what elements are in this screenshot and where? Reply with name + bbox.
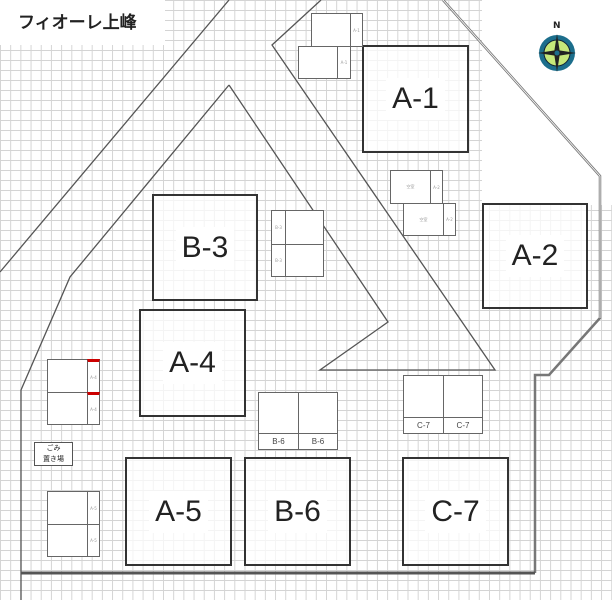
parking-space-b3[interactable] — [285, 210, 324, 245]
parking-tag: A-1 — [350, 13, 363, 47]
unit-label: B-6 — [268, 490, 327, 533]
north-area — [482, 0, 612, 205]
unit-a5[interactable]: A-5 — [125, 457, 232, 566]
parking-space-c7[interactable] — [443, 375, 483, 418]
garbage-label-2: 置き場 — [43, 455, 64, 463]
property-title: フィオーレ上峰 — [18, 13, 137, 33]
parking-space-a2[interactable]: 空室 — [403, 203, 444, 236]
parking-tag: A-4 — [87, 359, 100, 393]
site-boundary-left — [20, 84, 230, 573]
road-edge-left — [0, 0, 230, 273]
unit-label: A-1 — [386, 78, 445, 120]
parking-tag: A-2 — [443, 203, 456, 236]
parking-space-a4[interactable] — [47, 359, 88, 393]
parking-space-c7[interactable] — [403, 375, 444, 418]
parking-tag: B-6 — [258, 433, 299, 450]
unit-label: B-3 — [175, 226, 235, 269]
parking-tag: A-4 — [87, 392, 100, 425]
garbage-area: ごみ 置き場 — [34, 442, 73, 466]
parking-space-b3[interactable] — [285, 244, 324, 277]
parking-space-a2[interactable]: 空室 — [390, 170, 431, 204]
parking-tag: B-3 — [271, 210, 286, 245]
parking-tag: B-6 — [298, 433, 338, 450]
parking-tag: A-5 — [87, 491, 100, 525]
compass-rose-icon — [538, 34, 576, 72]
parking-space-a5[interactable] — [47, 524, 88, 557]
parking-tag: C-7 — [403, 417, 444, 434]
unit-a4[interactable]: A-4 — [139, 309, 246, 417]
title-area — [0, 0, 165, 45]
north-label: N — [553, 21, 561, 31]
parking-space-b6[interactable] — [258, 392, 299, 434]
parking-tag: A-2 — [430, 170, 443, 204]
parking-tag: C-7 — [443, 417, 483, 434]
parking-space-a1[interactable] — [311, 13, 351, 47]
parking-tag: A-5 — [87, 524, 100, 557]
garbage-label-1: ごみ — [46, 444, 61, 452]
unit-b3[interactable]: B-3 — [152, 194, 258, 301]
unit-label: A-5 — [149, 490, 208, 533]
parking-space-a1[interactable] — [298, 46, 338, 79]
parking-space-a5[interactable] — [47, 491, 88, 525]
unit-a1[interactable]: A-1 — [362, 45, 469, 153]
unit-b6[interactable]: B-6 — [244, 457, 351, 566]
parking-tag: A-1 — [337, 46, 351, 79]
parking-tag: B-3 — [271, 244, 286, 277]
unit-label: A-4 — [163, 342, 222, 384]
unit-a2[interactable]: A-2 — [482, 203, 588, 309]
parking-space-a4[interactable] — [47, 392, 88, 425]
unit-c7[interactable]: C-7 — [402, 457, 509, 566]
parking-space-b6[interactable] — [298, 392, 338, 434]
unit-label: C-7 — [425, 490, 486, 533]
site-boundary-middle — [228, 0, 497, 371]
unit-label: A-2 — [505, 235, 565, 277]
